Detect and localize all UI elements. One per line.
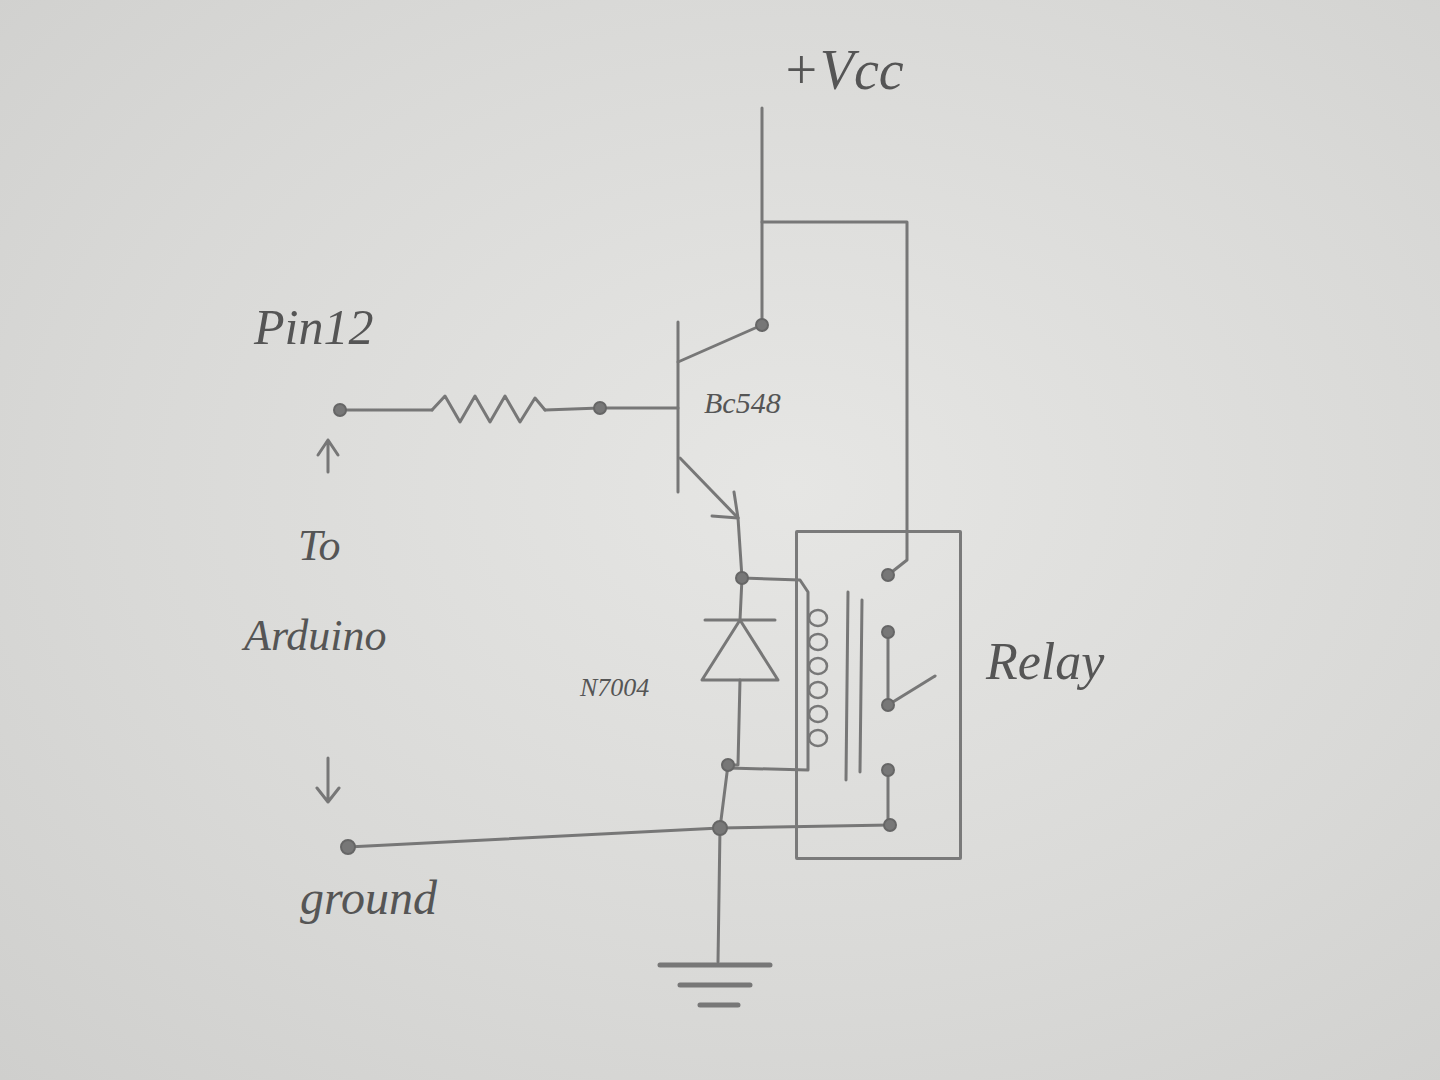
- ground-wire: [348, 825, 890, 847]
- transistor-collector: [678, 325, 762, 362]
- diode-wire: [728, 680, 740, 765]
- relay-box: Relay: [795, 530, 962, 860]
- resistor-symbol: [432, 396, 545, 422]
- up-arrow: [318, 440, 338, 472]
- emitter-arrowhead: [712, 492, 738, 518]
- ground-label: ground: [300, 872, 437, 925]
- junction-dots: [334, 319, 896, 854]
- note-label: To: [298, 522, 340, 570]
- contact-wire: [887, 770, 890, 825]
- supply-label: +Vcc: [782, 40, 904, 102]
- diode-symbol: [702, 620, 778, 680]
- transistor-emitter: [680, 458, 738, 518]
- part-label: Bc548: [704, 386, 781, 419]
- emitter-wire: [738, 518, 742, 578]
- contact-wire: [887, 632, 890, 705]
- base-wire: [545, 408, 678, 410]
- pin-label: Pin12: [254, 300, 373, 355]
- relay-core: [846, 592, 862, 780]
- relay-label: Relay: [986, 633, 1104, 690]
- note-label: Arduino: [244, 612, 387, 660]
- ground-symbol: [660, 965, 770, 1005]
- vcc-wire: [761, 108, 764, 325]
- base-wire: [342, 409, 432, 412]
- vcc-branch-wire: [762, 222, 907, 575]
- part-label: N7004: [580, 674, 649, 703]
- relay-coil: [809, 610, 827, 746]
- switch-lever: [888, 676, 935, 705]
- down-arrow: [317, 758, 339, 802]
- ground-wire: [718, 765, 728, 962]
